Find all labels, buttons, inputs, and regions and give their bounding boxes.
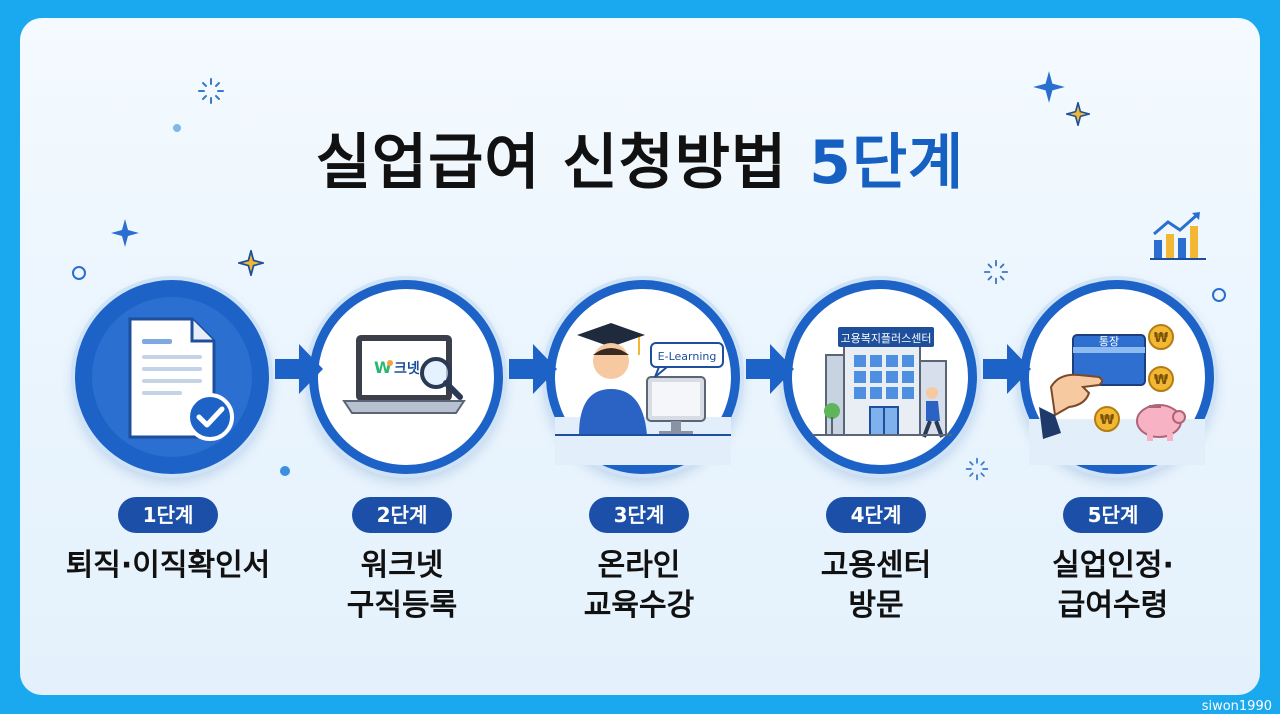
worknet-logo-text: 크넷 — [394, 360, 420, 377]
arrow-right-icon — [746, 344, 794, 394]
arrow-right-icon — [275, 344, 323, 394]
step-badge: 2단계 — [352, 497, 452, 533]
svg-text:₩: ₩ — [1154, 373, 1169, 388]
step-label: 워크넷 구직등록 — [282, 546, 522, 626]
step-4-circle: 고용복지플러스센터 — [783, 280, 977, 474]
step-label: 온라인 교육수강 — [519, 546, 759, 626]
step-badge: 1단계 — [118, 497, 218, 533]
sparkle-icon — [965, 457, 989, 481]
step-label-line: 퇴직·이직확인서 — [65, 548, 271, 583]
employment-center-icon: 고용복지플러스센터 — [812, 327, 952, 438]
bankbook-coins-icon: 통장 ₩ ₩ ₩ — [1029, 324, 1205, 465]
sparkle-icon — [198, 78, 224, 104]
step-label-line: 교육수강 — [583, 588, 695, 623]
center-sign-text: 고용복지플러스센터 — [840, 332, 931, 345]
step-label: 고용센터 방문 — [756, 546, 996, 626]
star-icon — [111, 219, 139, 247]
step-label: 퇴직·이직확인서 — [48, 546, 288, 586]
step-label-line: 구직등록 — [346, 588, 458, 623]
dot-icon — [1212, 288, 1226, 302]
arrow-right-icon — [983, 344, 1031, 394]
star-icon — [1033, 71, 1065, 103]
step-label: 실업인정· 급여수령 — [993, 546, 1233, 626]
page-title: 실업급여 신청방법 5단계 — [20, 114, 1260, 201]
step-label-line: 온라인 — [597, 548, 681, 583]
step-3-circle: E-Learning — [546, 280, 740, 474]
step-label-line: 방문 — [848, 588, 904, 623]
bankbook-label: 통장 — [1099, 335, 1119, 348]
dot-icon — [280, 466, 290, 476]
infographic-card: 실업급여 신청방법 5단계 W 크넷 — [20, 18, 1260, 695]
step-label-line: 고용센터 — [820, 548, 932, 583]
e-learning-label: E-Learning — [658, 350, 717, 363]
step-badge: 4단계 — [826, 497, 926, 533]
step-label-line: 워크넷 — [360, 548, 444, 583]
step-badge: 3단계 — [589, 497, 689, 533]
dot-icon — [173, 124, 181, 132]
watermark: siwon1990 — [1201, 699, 1272, 714]
step-5-circle: 통장 ₩ ₩ ₩ — [1020, 280, 1214, 474]
arrow-right-icon — [509, 344, 557, 394]
step-badge: 5단계 — [1063, 497, 1163, 533]
step-label-line: 급여수령 — [1057, 588, 1169, 623]
sparkle-icon — [983, 259, 1009, 285]
document-check-icon — [92, 297, 252, 457]
star-icon — [238, 250, 264, 276]
step-2-circle: W 크넷 — [309, 280, 503, 474]
laptop-search-icon: W 크넷 — [342, 335, 466, 414]
svg-text:₩: ₩ — [1154, 331, 1169, 346]
step-label-line: 실업인정· — [1052, 548, 1174, 583]
e-learning-student-icon: E-Learning — [555, 323, 731, 465]
step-1-circle — [75, 280, 269, 474]
title-accent: 5단계 — [809, 128, 965, 198]
growth-chart-icon — [1150, 212, 1206, 260]
title-main: 실업급여 신청방법 — [315, 128, 788, 198]
svg-text:₩: ₩ — [1100, 413, 1115, 428]
dot-icon — [72, 266, 86, 280]
star-icon — [1066, 102, 1090, 126]
